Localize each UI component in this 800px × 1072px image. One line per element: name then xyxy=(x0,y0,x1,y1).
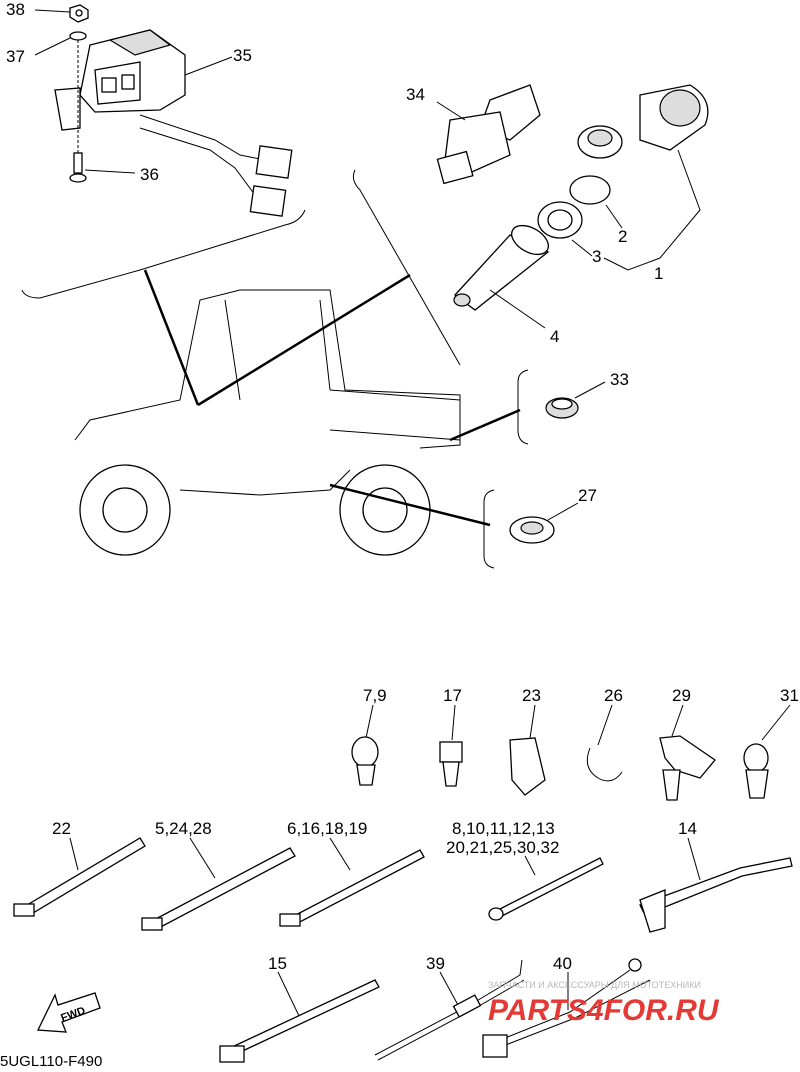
callout-6-16-18-19: 6,16,18,19 xyxy=(287,819,367,838)
relay-assembly-part-35 xyxy=(21,29,306,299)
nut-part-3 xyxy=(537,201,593,257)
cable-tie-part-22 xyxy=(13,837,146,917)
washer-part-37 xyxy=(34,31,87,160)
bolt-part-36 xyxy=(69,152,136,183)
grommet-part-27 xyxy=(509,502,579,544)
wire-part-40 xyxy=(482,958,651,1058)
callout-7-9: 7,9 xyxy=(363,686,387,705)
callout-26: 26 xyxy=(604,686,623,705)
clip-part-26 xyxy=(586,704,623,782)
cable-tie-part-8-series xyxy=(488,855,604,921)
callout-40: 40 xyxy=(553,954,572,973)
grommet-part-33 xyxy=(545,381,606,419)
socket-part-1 xyxy=(603,84,709,271)
callout-31: 31 xyxy=(780,686,799,705)
cable-tie-part-6-16-18-19 xyxy=(279,837,425,927)
clip-part-29 xyxy=(659,704,716,801)
watermark-tagline: ЗАПЧАСТИ И АКСЕССУАРЫ ДЛЯ МОТОТЕХНИКИ xyxy=(488,980,701,990)
cable-tie-part-14 xyxy=(639,837,793,933)
callout-8-group-line2: 20,21,25,30,32 xyxy=(446,838,559,857)
nut-part-38 xyxy=(34,4,89,23)
callout-17: 17 xyxy=(443,686,462,705)
bracket-27 xyxy=(483,489,495,569)
callout-14: 14 xyxy=(678,819,697,838)
clip-part-23 xyxy=(509,704,546,796)
callout-23: 23 xyxy=(522,686,541,705)
boot-part-4 xyxy=(453,224,550,329)
cable-tie-part-5-24-28 xyxy=(141,837,296,931)
clip-part-17 xyxy=(439,704,463,787)
callout-33: 33 xyxy=(610,370,629,389)
callout-39: 39 xyxy=(426,954,445,973)
clip-part-7-9 xyxy=(351,704,379,786)
callout-8-group-line1: 8,10,11,12,13 xyxy=(452,819,555,838)
vehicle-illustration xyxy=(74,269,521,556)
clip-part-31 xyxy=(743,704,791,799)
cap-part-2 xyxy=(569,125,623,229)
callout-36: 36 xyxy=(140,165,159,184)
switch-part-34 xyxy=(436,84,541,185)
callout-4: 4 xyxy=(550,327,559,346)
callout-35: 35 xyxy=(233,46,252,65)
watermark-logo: PARTS4FOR.RU xyxy=(488,994,720,1027)
diagram-code: 5UGL110-F490 xyxy=(0,1053,102,1070)
callout-1: 1 xyxy=(654,264,663,283)
callout-37: 37 xyxy=(6,47,25,66)
fwd-arrow-icon xyxy=(36,992,101,1033)
callout-2: 2 xyxy=(618,227,627,246)
callout-29: 29 xyxy=(672,686,691,705)
callout-38: 38 xyxy=(6,0,25,19)
callout-3: 3 xyxy=(592,247,601,266)
wire-part-39 xyxy=(374,959,525,1061)
cable-tie-part-15 xyxy=(219,971,380,1063)
callout-15: 15 xyxy=(268,954,287,973)
callout-5-24-28: 5,24,28 xyxy=(155,819,212,838)
bracket-33 xyxy=(517,369,529,445)
bracket-line-top xyxy=(352,169,461,366)
callout-22: 22 xyxy=(52,819,71,838)
callout-27: 27 xyxy=(578,486,597,505)
callout-34: 34 xyxy=(406,85,425,104)
